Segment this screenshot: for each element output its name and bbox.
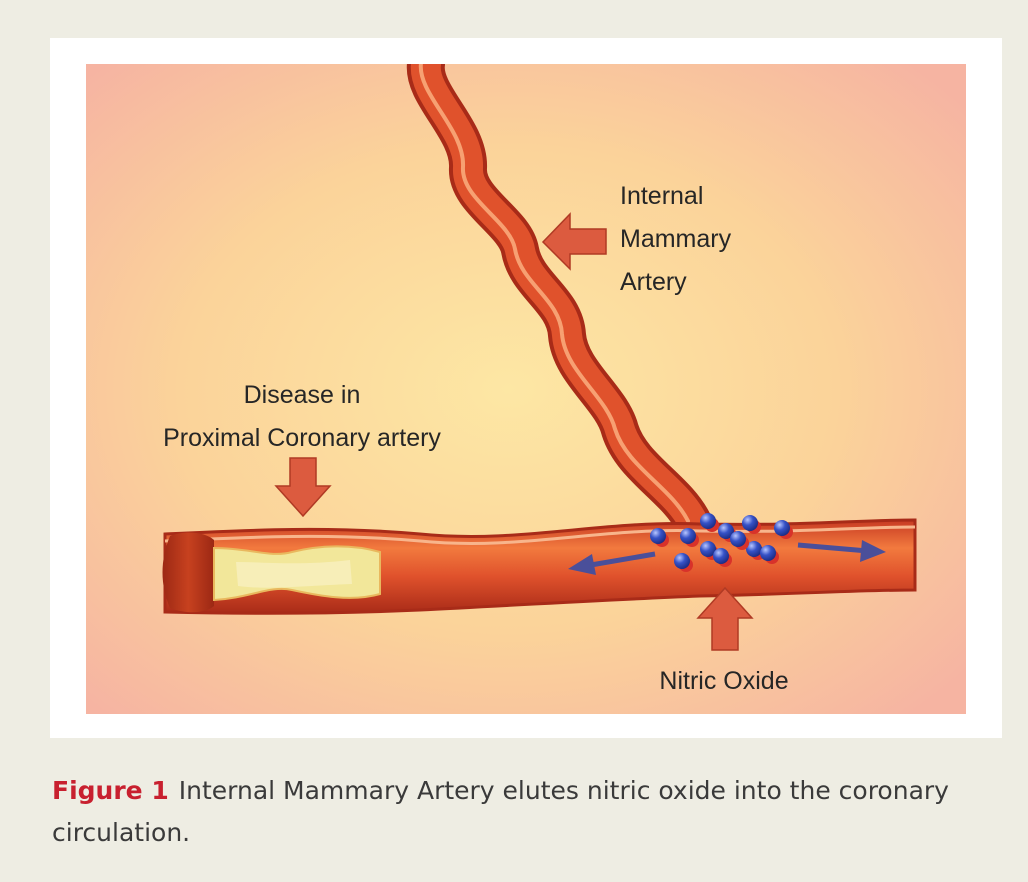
label-ima-line1: Internal — [620, 182, 703, 210]
figure-number: Figure 1 — [52, 776, 169, 805]
diagram-background — [86, 64, 966, 714]
label-nitric-oxide: Nitric Oxide — [659, 667, 788, 695]
ima-diagram: Internal Mammary Artery Disease in Proxi… — [86, 64, 966, 714]
plaque-highlight — [236, 560, 352, 588]
caption-text: Internal Mammary Artery elutes nitric ox… — [52, 776, 949, 847]
label-disease-line1: Disease in — [244, 381, 361, 409]
label-disease-line2: Proximal Coronary artery — [163, 424, 441, 452]
label-ima-line3: Artery — [620, 268, 687, 296]
label-ima-line2: Mammary — [620, 225, 732, 253]
